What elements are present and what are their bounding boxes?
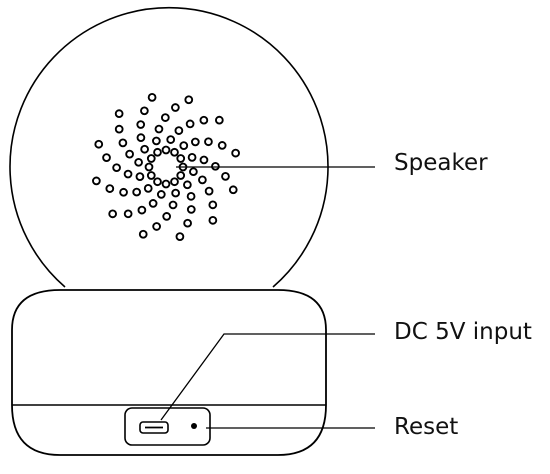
speaker-label: Speaker [394,150,488,176]
speaker-hole [199,155,209,165]
speaker-hole [144,162,154,172]
speaker-hole [186,205,196,214]
speaker-hole [231,148,240,158]
speaker-hole [108,209,118,219]
speaker-hole [123,169,133,179]
speaker-hole [186,191,196,201]
speaker-hole [140,106,149,116]
speaker-hole [184,95,194,105]
reset-button-hole[interactable] [191,423,197,429]
speaker-hole [174,126,184,135]
speaker-hole [137,205,147,215]
camera-sphere [9,6,329,288]
speaker-hole [208,215,218,225]
speaker-hole [146,171,156,180]
speaker-hole [179,141,189,150]
speaker-hole [114,124,124,134]
speaker-hole [153,177,162,187]
speaker-hole [94,139,104,149]
speaker-hole [154,124,164,134]
speaker-hole [143,184,153,193]
speaker-hole [105,184,115,193]
speaker-hole [92,176,101,186]
speaker-hole [161,145,171,155]
speaker-hole [187,153,197,162]
speaker-hole [136,120,146,129]
speaker-hole [148,199,158,208]
speaker-hole [168,200,178,210]
speaker-hole [138,229,148,239]
speaker-hole [221,172,230,181]
speaker-hole [118,138,128,148]
speaker-hole [175,232,185,241]
speaker-hole [199,115,209,125]
speaker-hole [147,93,157,102]
speaker-hole [211,161,220,171]
speaker-hole [204,186,214,196]
speaker-hole [102,153,111,162]
speaker-hole [214,115,224,125]
speaker-hole [171,103,180,112]
speaker-hole [217,141,227,150]
speaker-hole [170,177,179,187]
speaker-hole [152,222,161,231]
speaker-hole [112,163,121,173]
speaker-hole [162,212,172,221]
speaker-hole [198,175,207,185]
camera-base [11,289,327,456]
speaker-hole [161,179,171,189]
speaker-hole [176,171,186,180]
speaker-hole [125,149,134,159]
speaker-hole [134,157,143,167]
reset-label: Reset [394,414,459,440]
speaker-hole [114,109,124,119]
speaker-hole [153,147,162,157]
speaker-hole [156,190,166,199]
speaker-hole [228,185,238,195]
speaker-hole [185,119,195,129]
speaker-grille [92,93,240,241]
speaker-hole [170,147,179,157]
speaker-hole [160,113,170,122]
dc-input-label: DC 5V input [394,319,532,345]
speaker-hole [132,187,142,197]
speaker-hole [140,144,149,154]
speaker-hole [190,137,200,147]
speaker-hole [123,209,133,219]
speaker-hole [135,172,145,181]
speaker-hole [183,180,192,190]
speaker-hole [176,154,186,163]
speaker-hole [152,136,161,146]
speaker-hole [146,154,156,163]
speaker-hole [119,187,128,197]
speaker-hole [166,135,176,144]
speaker-hole [171,188,180,198]
dc-input-leader-line [160,333,375,421]
speaker-hole [183,218,192,228]
speaker-hole [208,200,218,210]
speaker-hole [189,167,198,177]
speaker-hole [204,137,213,147]
speaker-hole [136,133,146,143]
